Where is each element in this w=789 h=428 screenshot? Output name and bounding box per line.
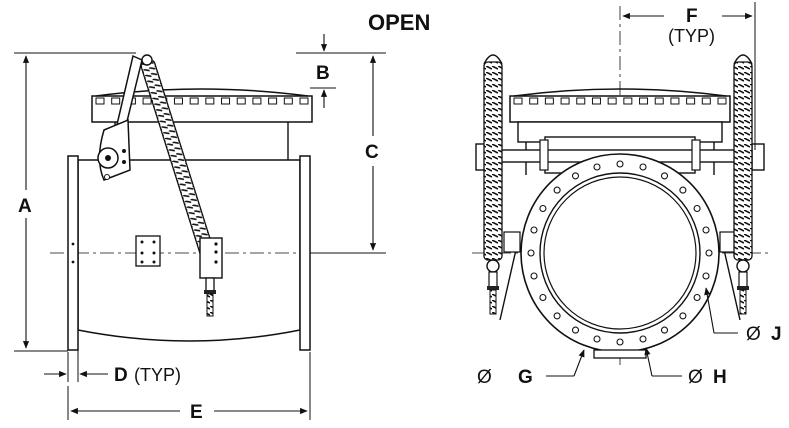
cover-bolt <box>189 97 199 105</box>
front-dimensions: F (TYP) Ø G Ø H Ø J <box>477 2 782 388</box>
cover-bolt <box>654 97 664 105</box>
dim-F: F <box>686 6 698 27</box>
flange-bolt-hole <box>593 163 601 171</box>
bore <box>543 176 697 330</box>
cover-bolt <box>205 97 215 105</box>
cover-bolt <box>576 97 586 105</box>
side-spring <box>140 60 217 263</box>
cover-bolt <box>252 97 262 105</box>
cover-bolt <box>639 97 649 105</box>
spring-bracket <box>199 237 223 279</box>
dim-H: H <box>713 367 727 388</box>
flange-bolt-hole <box>527 249 535 257</box>
dim-F-suffix: (TYP) <box>668 26 715 46</box>
flange-bolt-hole <box>571 172 580 180</box>
dim-G: G <box>518 367 533 388</box>
cover-bolt <box>686 97 696 105</box>
dim-J: J <box>771 324 782 345</box>
flange-bolt-hole <box>553 312 561 320</box>
front-spring-right <box>733 61 753 261</box>
flange-bolt-hole <box>639 335 647 343</box>
dim-A: A <box>18 196 32 217</box>
cover-bolt <box>268 97 278 105</box>
front-view <box>472 6 770 365</box>
flange-bolt-hole <box>679 186 687 194</box>
adjusting-rod <box>206 293 214 317</box>
cover-bolt <box>623 97 633 105</box>
cover-bolt <box>221 97 231 105</box>
flange-bolt-hole <box>553 186 561 194</box>
flange-bolt-circle <box>527 160 713 346</box>
cover-bolt <box>299 97 309 105</box>
flange-bolt-hole <box>705 249 713 257</box>
flange-bolt-hole <box>539 204 547 213</box>
cover-bolt <box>591 97 601 105</box>
cover-bolt <box>236 97 246 105</box>
cover-bolt <box>607 97 617 105</box>
front-cover <box>509 95 731 123</box>
cover-bolt <box>111 97 121 105</box>
dim-E: E <box>190 402 203 423</box>
side-dimensions: A B C D (TYP) E <box>14 34 386 423</box>
flange-bolt-hole <box>639 163 647 171</box>
flange-bolt-hole <box>702 272 710 280</box>
flange-bolt-hole <box>530 226 538 234</box>
cover-bolt <box>95 97 105 105</box>
side-view <box>50 54 325 351</box>
dim-D: D <box>114 365 128 386</box>
flange-bolt-hole <box>530 272 538 280</box>
bolt-pad <box>135 235 161 267</box>
flange-bolt-hole <box>693 293 701 302</box>
flange-bolt-hole <box>679 312 687 320</box>
outlet-flange <box>299 155 311 351</box>
front-spring-left <box>483 61 503 261</box>
cover-bolt <box>513 97 523 105</box>
flange-bolt-hole <box>571 326 580 334</box>
cover-bolt <box>142 97 152 105</box>
flange-bolt-hole <box>616 338 624 346</box>
dim-J-diameter: Ø <box>746 324 761 345</box>
cover-bolt <box>544 97 554 105</box>
cover-bolt <box>701 97 711 105</box>
flange-bolt-hole <box>616 160 624 168</box>
flange-bolt-hole <box>660 326 669 334</box>
flange-bolt-hole <box>693 204 701 213</box>
inlet-flange <box>67 155 79 351</box>
flange-bolt-hole <box>660 172 669 180</box>
flange-bolt-hole <box>702 226 710 234</box>
view-title: OPEN <box>368 10 430 35</box>
cover-bolt <box>529 97 539 105</box>
flange-bolt-hole <box>593 335 601 343</box>
flange-bolt-hole <box>539 293 547 302</box>
cover-bolt <box>560 97 570 105</box>
cover-bolt <box>173 97 183 105</box>
dim-C: C <box>365 142 379 163</box>
cover-bolt <box>283 97 293 105</box>
dim-G-diameter: Ø <box>477 367 492 388</box>
valve-body <box>77 159 301 342</box>
cover-bolt <box>717 97 727 105</box>
base-pad <box>593 349 647 359</box>
dim-D-suffix: (TYP) <box>134 365 181 385</box>
dim-B: B <box>316 63 330 84</box>
cover-bolt <box>670 97 680 105</box>
dim-H-diameter: Ø <box>688 367 703 388</box>
